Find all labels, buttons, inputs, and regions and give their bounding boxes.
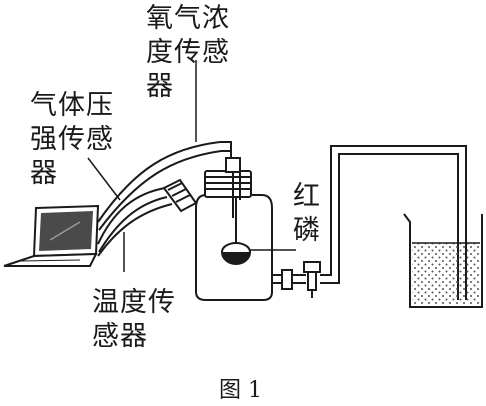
glass-tube — [320, 145, 467, 300]
oxygen-sensor-label: 氧气浓度传感器 — [146, 2, 256, 104]
pressure-sensor-text: 气体压强传感器 — [30, 90, 114, 189]
red-phosphorus-text: 红磷 — [293, 181, 321, 246]
clip-icon — [303, 261, 321, 298]
figure-caption: 图 1 — [219, 378, 262, 403]
combustion-spoon — [220, 197, 252, 265]
stopper-icon — [204, 157, 252, 198]
leader-lines — [87, 60, 296, 272]
red-phosphorus-label: 红磷 — [292, 180, 322, 248]
pressure-port — [162, 178, 198, 213]
beaker-icon — [403, 213, 483, 308]
oxygen-sensor-text: 氧气浓度传感器 — [146, 3, 230, 102]
oxygen-probe — [232, 160, 241, 218]
outlet-tube — [272, 269, 306, 290]
sensor-cables — [97, 141, 232, 257]
temperature-sensor-label: 温度传感器 — [92, 286, 202, 354]
temperature-sensor-text: 温度传感器 — [92, 287, 176, 352]
flask-icon — [195, 194, 273, 301]
laptop-icon — [3, 204, 100, 267]
pressure-sensor-label: 气体压强传感器 — [30, 89, 140, 191]
